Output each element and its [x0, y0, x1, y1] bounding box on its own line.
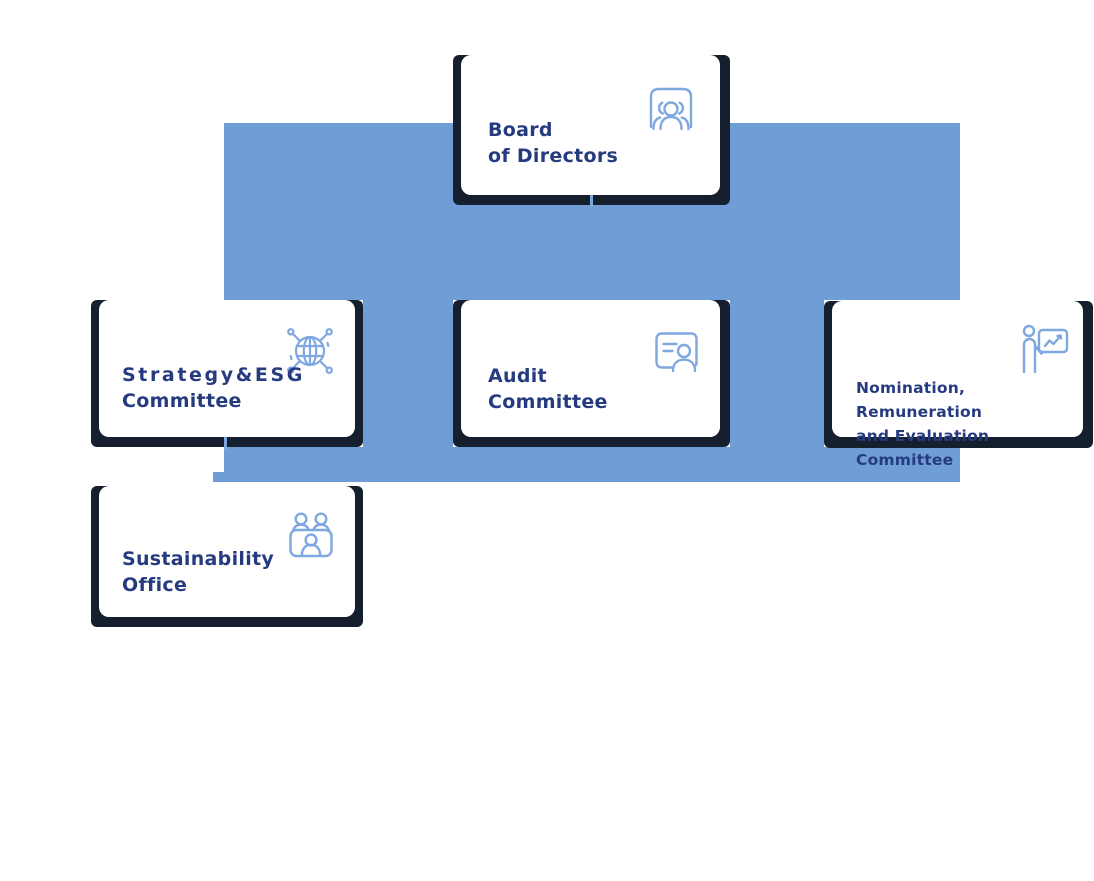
- connector-strip-right: [730, 298, 824, 450]
- sustainability-node-title: Sustainability Office: [122, 546, 274, 598]
- strategy-title-line1: Strategy&ESG: [122, 364, 305, 386]
- audit-node-title: Audit Committee: [488, 363, 608, 415]
- sustainability-title-line2: Office: [122, 574, 188, 596]
- sustainability-title-line1: Sustainability: [122, 548, 275, 570]
- strategy-node-title: Strategy&ESG Committee: [122, 362, 305, 414]
- board-node-card: Board of Directors: [461, 55, 720, 195]
- connector-band-bottom: [224, 447, 960, 482]
- nomination-node-title: Nomination, Remuneration and Evaluation …: [856, 376, 1083, 472]
- nomination-title-line2: and Evaluation Committee: [856, 427, 990, 469]
- audit-node-card: Audit Committee: [461, 300, 720, 437]
- strategy-title-line2: Committee: [122, 390, 242, 412]
- strategy-node-card: Strategy&ESG Committee: [99, 300, 355, 437]
- people-desk-icon: [286, 510, 336, 566]
- sustainability-node-card: Sustainability Office: [99, 486, 355, 617]
- document-person-icon: [653, 330, 700, 374]
- presenter-chart-icon: [1019, 323, 1069, 375]
- nomination-node-card: Nomination, Remuneration and Evaluation …: [832, 301, 1083, 469]
- board-node-title: Board of Directors: [488, 117, 618, 169]
- board-connector-line: [590, 195, 593, 207]
- nomination-title-line1: Nomination, Remuneration: [856, 379, 983, 421]
- board-title-line1: Board: [488, 119, 553, 141]
- connector-strip-left: [363, 298, 453, 450]
- audit-title-line2: Committee: [488, 391, 608, 413]
- audit-title-line1: Audit: [488, 365, 547, 387]
- globe-network-icon: [279, 323, 341, 380]
- connector-band-step: [213, 472, 224, 482]
- group-in-frame-icon: [646, 83, 696, 133]
- board-title-line2: of Directors: [488, 145, 619, 167]
- strategy-connector-line: [224, 437, 227, 450]
